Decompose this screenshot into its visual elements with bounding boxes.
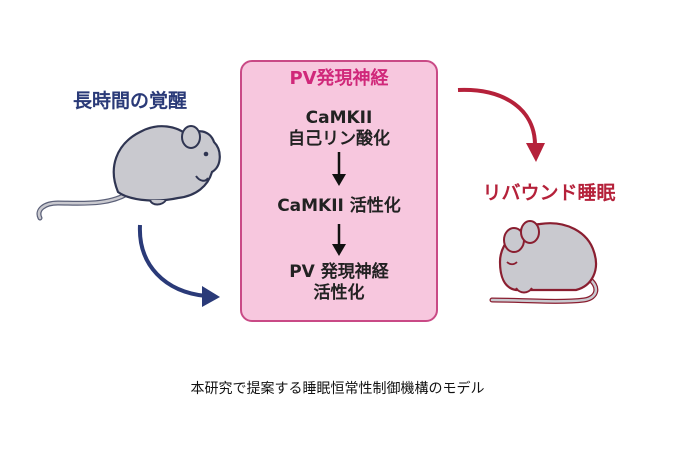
step3-line1: PV 発現神経 [289, 262, 389, 282]
mechanism-to-sleep-arrow [457, 87, 545, 162]
step3-line2: 活性化 [313, 283, 365, 303]
step-autophosphorylation: CaMKII 自己リン酸化 [240, 108, 438, 150]
awake-to-mechanism-arrow [137, 224, 220, 307]
down-arrow-1 [332, 152, 346, 186]
step1-line2: 自己リン酸化 [288, 129, 390, 149]
step-activation: CaMKII 活性化 [240, 196, 438, 217]
sleeping-mouse-icon [489, 220, 599, 304]
rebound-sleep-label: リバウンド睡眠 [482, 182, 616, 204]
mechanism-title: PV発現神経 [289, 68, 389, 89]
awake-label: 長時間の覚醒 [72, 90, 187, 112]
awake-mouse-icon [36, 125, 221, 221]
step2-text: CaMKII 活性化 [277, 196, 401, 216]
mechanism-box [240, 60, 438, 322]
step-pv-activation: PV 発現神経 活性化 [240, 262, 438, 304]
down-arrow-2 [332, 224, 346, 256]
figure-caption: 本研究で提案する睡眠恒常性制御機構のモデル [190, 381, 485, 397]
step1-line1: CaMKII [305, 108, 373, 128]
